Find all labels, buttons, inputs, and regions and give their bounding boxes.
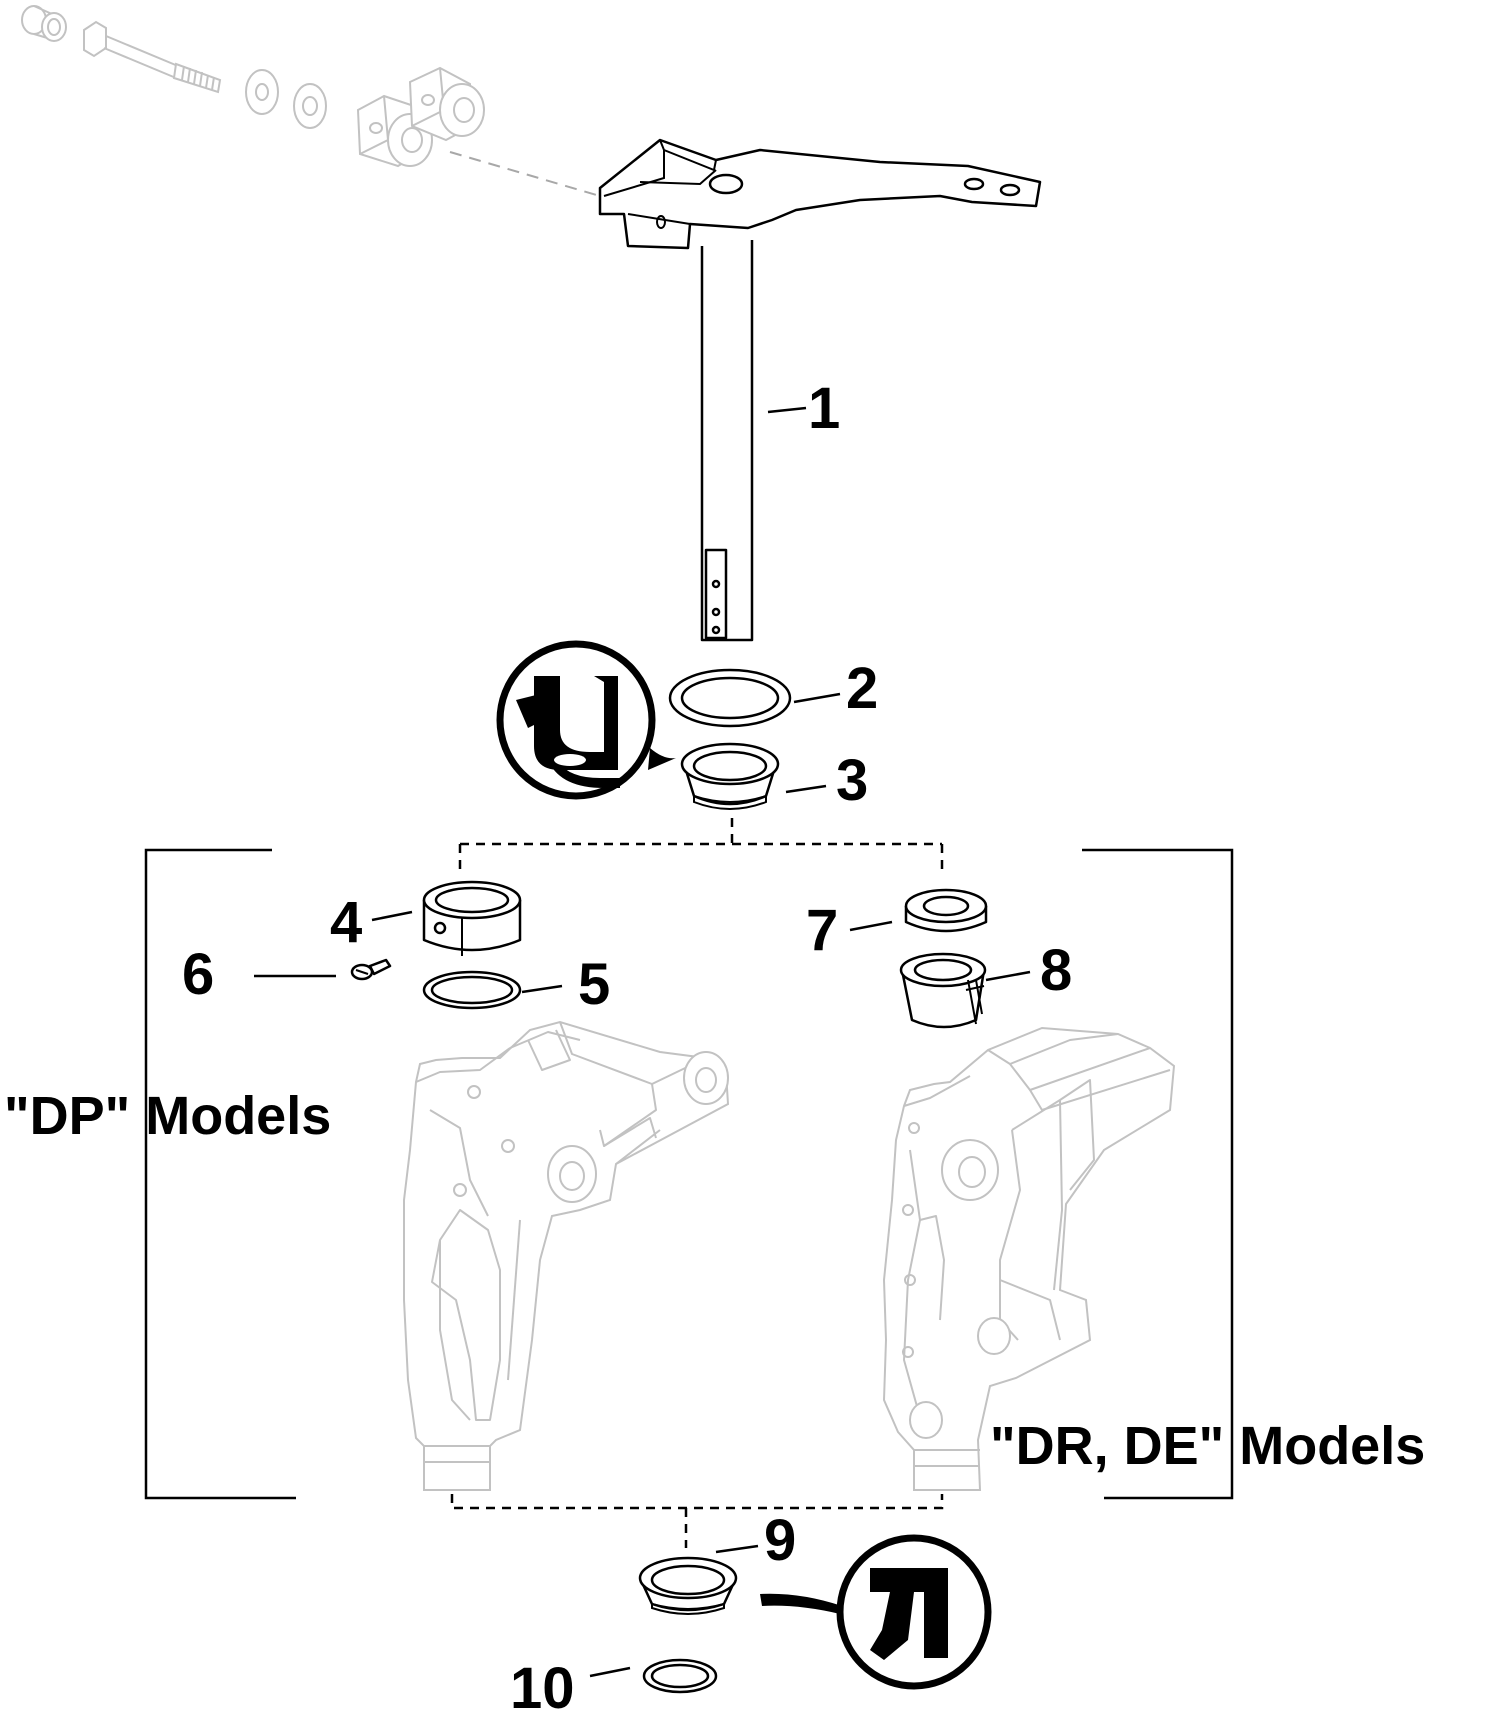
callout-2: 2: [846, 656, 878, 721]
washer: [668, 668, 792, 728]
dp-models-bracket: [144, 848, 296, 1500]
callout-10: 10: [510, 1656, 575, 1718]
upper-bushing-seal: [680, 742, 780, 810]
o-ring: [422, 970, 522, 1010]
leader-lines: [254, 406, 1031, 1678]
grease-icon: [760, 1534, 992, 1690]
callout-1: 1: [808, 376, 840, 441]
dp-swivel-bracket: [403, 1020, 730, 1491]
callout-6: 6: [182, 942, 214, 1007]
dp-models-label: "DP" Models: [4, 1086, 331, 1146]
callout-3: 3: [836, 748, 868, 813]
dr-de-models-label: "DR, DE" Models: [990, 1416, 1425, 1476]
o-ring-lower: [642, 1658, 718, 1694]
dr-de-swivel-bracket: [882, 1026, 1176, 1491]
ghosted-mount-hardware: [21, 5, 601, 197]
bushing: [422, 880, 522, 956]
callout-5: 5: [578, 952, 610, 1017]
connector-bottom: [450, 1494, 944, 1548]
lower-bushing-seal: [638, 1556, 738, 1615]
steering-arm-shaft: [598, 138, 1042, 642]
bushing-ring: [904, 888, 988, 933]
callout-7: 7: [806, 898, 838, 963]
grease-icon: [496, 640, 676, 800]
dr-de-models-bracket: [1082, 848, 1234, 1500]
callout-4: 4: [330, 890, 362, 955]
callout-9: 9: [764, 1508, 796, 1573]
callout-8: 8: [1040, 938, 1072, 1003]
connector-top: [458, 818, 944, 870]
split-bushing: [899, 952, 987, 1029]
screw: [350, 958, 392, 981]
